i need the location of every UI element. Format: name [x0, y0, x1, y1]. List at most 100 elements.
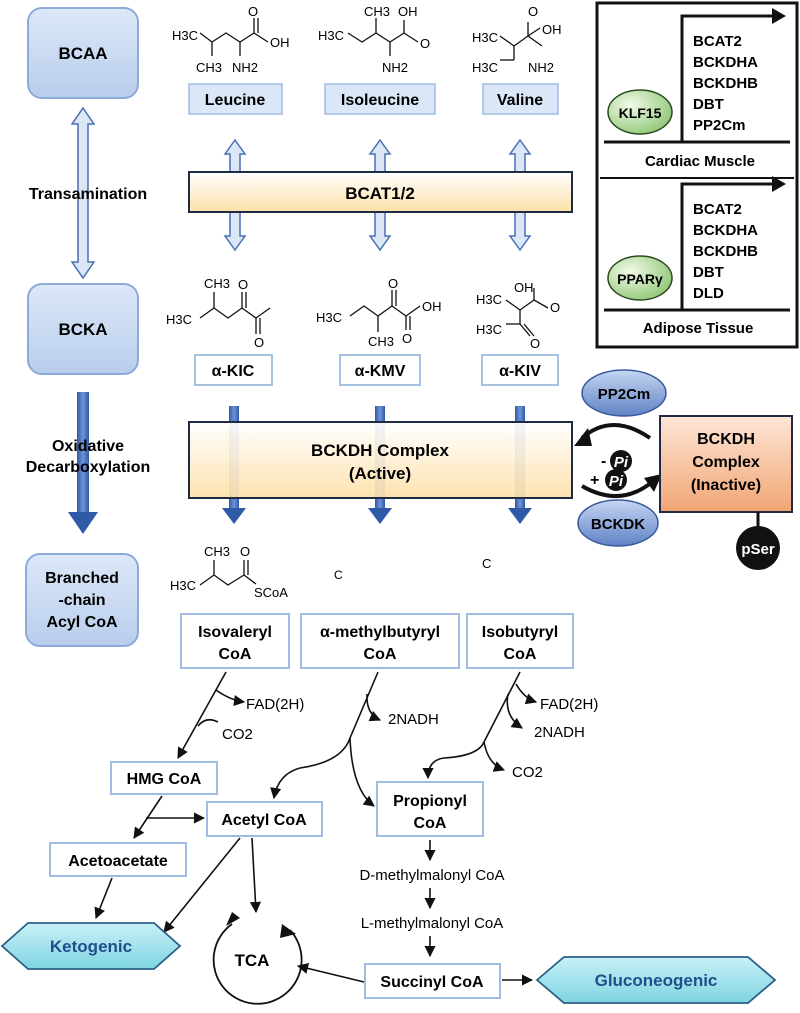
oxidative-label-line2: Decarboxylation	[26, 459, 150, 476]
co2-label-1: CO2	[222, 726, 253, 743]
kmv-label: α-KMV	[355, 363, 406, 380]
kic-label-box: α-KIC	[194, 354, 273, 386]
kiv-label-box: α-KIV	[481, 354, 559, 386]
valine-o: O	[528, 4, 538, 19]
adipose-promoter-arrow	[680, 182, 774, 310]
isovaleryl-scoa: SCoA	[254, 585, 288, 600]
dephosphorylation-arrow	[580, 423, 652, 440]
co2-1-side-arrow	[197, 718, 219, 727]
kmv-label-box: α-KMV	[339, 354, 421, 386]
phosphorylation-arrowhead	[644, 474, 662, 492]
kiv-label: α-KIV	[499, 363, 541, 380]
nadh2-side-arrow	[506, 693, 523, 729]
bckdh-active-line2: (Active)	[349, 464, 411, 483]
bckdk-ellipse: BCKDK	[577, 499, 659, 547]
leucine-ch3: CH3	[196, 60, 222, 75]
kic-o-1: O	[238, 277, 248, 292]
propionyl-coa-box: Propionyl CoA	[376, 781, 484, 837]
dephosphorylation-arrowhead	[574, 428, 592, 446]
minus-pi-badge: - Pi	[601, 450, 632, 472]
klf15-label: KLF15	[619, 105, 662, 121]
isovaleryl-ch3: CH3	[204, 544, 230, 559]
pparg-ellipse	[607, 255, 673, 301]
stage-bcka-label: BCKA	[58, 320, 107, 339]
valine-label-box: Valine	[482, 83, 559, 115]
isobutyryl-to-propionyl-arrow	[422, 741, 485, 780]
pp2cm-ellipse: PP2Cm	[581, 369, 667, 417]
leucine-o: O	[248, 4, 258, 19]
leucine-h3c: H3C	[172, 28, 198, 43]
pparg-label: PPARγ	[617, 271, 663, 287]
gluconeogenic-label: Gluconeogenic	[595, 971, 718, 990]
methylbutyryl-line1: α-methylbutyryl	[320, 624, 440, 641]
stage-acyl-line3: Acyl CoA	[46, 614, 118, 631]
valine-nh2: NH2	[528, 60, 554, 75]
isoleucine-ch3: CH3	[364, 4, 390, 19]
valine-label: Valine	[497, 92, 543, 109]
bckdh-active-bar: BCKDH Complex (Active)	[188, 421, 573, 499]
isobutyryl-line1: Isobutyryl	[482, 624, 558, 641]
kiv-h3c-2: H3C	[476, 322, 502, 337]
acetyl-coa-box: Acetyl CoA	[206, 801, 323, 837]
kiv-oh: OH	[514, 280, 534, 295]
succinyl-coa-label: Succinyl CoA	[380, 974, 484, 991]
isoleucine-nh2: NH2	[382, 60, 408, 75]
valine-structure	[499, 22, 543, 61]
stage-acyl-line2: -chain	[58, 592, 105, 609]
kmv-h3c: H3C	[316, 310, 342, 325]
transcription-inset: KLF15 BCAT2 BCKDHA BCKDHB DBT PP2Cm Card…	[595, 1, 799, 349]
inactive-line1: BCKDH	[697, 431, 755, 448]
l-methylmalonyl-label: L-methylmalonyl CoA	[361, 915, 504, 932]
isoleucine-label: Isoleucine	[341, 92, 419, 109]
pser-circle: pSer	[736, 526, 780, 570]
valine-h3c-2: H3C	[472, 60, 498, 75]
methylbutyryl-structure-c: C	[334, 568, 343, 582]
adipose-gene-2: BCKDHA	[693, 222, 758, 239]
bckdk-label: BCKDK	[591, 516, 645, 533]
cardiac-tissue-label: Cardiac Muscle	[645, 153, 755, 170]
nadh1-side-arrow	[366, 693, 382, 722]
kmv-o-2: O	[402, 331, 412, 346]
adipose-gene-4: DBT	[693, 264, 724, 281]
bcat-label: BCAT1/2	[345, 184, 415, 203]
stage-acyl-line1: Branched	[45, 570, 119, 587]
phosphorylation-arrow	[580, 480, 654, 499]
succinyl-coa-box: Succinyl CoA	[364, 963, 501, 999]
isovaleryl-o: O	[240, 544, 250, 559]
cardiac-gene-2: BCKDHA	[693, 54, 758, 71]
kiv-structure	[505, 288, 549, 337]
gluconeogenic-hexagon: Gluconeogenic	[535, 956, 777, 1004]
oxidative-down-arrow	[68, 392, 98, 534]
methylbutyryl-line2: CoA	[364, 646, 397, 663]
methylbutyryl-to-propionyl-arrow	[349, 737, 375, 807]
isoleucine-label-box: Isoleucine	[324, 83, 436, 115]
leucine-label-box: Leucine	[188, 83, 283, 115]
tca-label: TCA	[235, 951, 270, 970]
cardiac-promoter-arrow	[680, 14, 774, 142]
nadh-label-2: 2NADH	[534, 724, 585, 741]
acetyl-to-ketogenic-arrow	[163, 837, 241, 933]
inactive-line3: (Inactive)	[691, 477, 761, 494]
oxidative-label-line1: Oxidative	[52, 438, 124, 455]
hmg-coa-box: HMG CoA	[110, 761, 218, 795]
acetoacetate-box: Acetoacetate	[49, 842, 187, 877]
propionyl-line2: CoA	[414, 815, 447, 832]
bckdh-active-line1: BCKDH Complex	[311, 441, 449, 460]
leucine-label: Leucine	[205, 92, 266, 109]
methylbutyryl-to-acetyl-arrow	[270, 737, 351, 800]
transamination-label: Transamination	[29, 186, 147, 203]
tca-cycle: TCA	[212, 912, 303, 1005]
kic-o-2: O	[254, 335, 264, 350]
isovaleryl-coa-box: Isovaleryl CoA	[180, 613, 290, 669]
fad1-side-arrow	[215, 689, 246, 707]
cardiac-gene-4: DBT	[693, 96, 724, 113]
leucine-nh2: NH2	[232, 60, 258, 75]
stage-bcka-box: BCKA	[27, 283, 139, 375]
isovaleryl-to-hmg-arrow	[177, 671, 227, 759]
isoleucine-structure	[347, 18, 419, 56]
acetoacetate-label: Acetoacetate	[68, 853, 168, 870]
propionyl-line1: Propionyl	[393, 793, 467, 810]
nadh-label-1: 2NADH	[388, 711, 439, 728]
minus-sign: -	[601, 453, 606, 470]
